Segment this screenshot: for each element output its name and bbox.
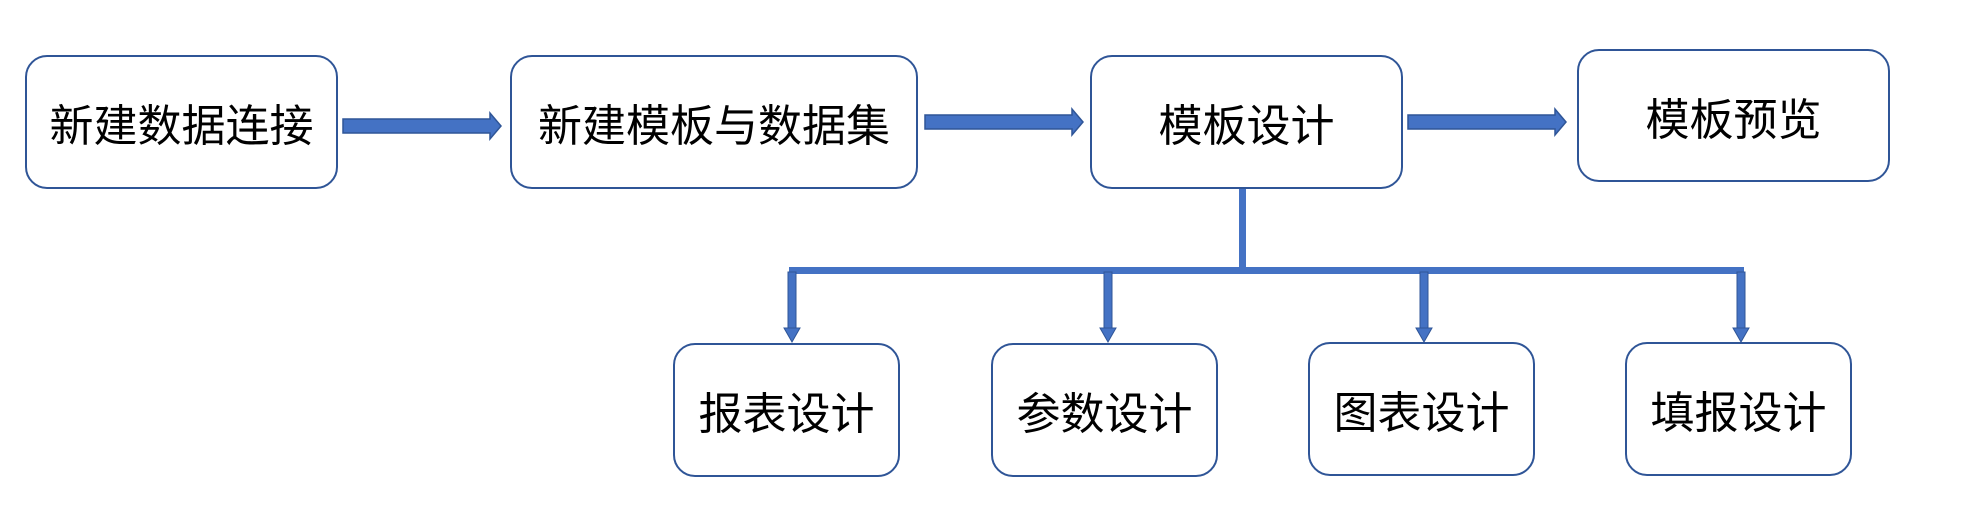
branch-label: 图表设计 <box>1333 388 1510 439</box>
step-template-preview: 模板预览 <box>1577 49 1890 182</box>
branch-arrow-parameter <box>1099 271 1117 344</box>
step-label: 新建数据连接 <box>49 101 314 152</box>
step-label: 模板预览 <box>1645 94 1822 146</box>
branch-parameter-design: 参数设计 <box>991 343 1218 477</box>
branch-chart-design: 图表设计 <box>1308 342 1535 476</box>
step-template-design: 模板设计 <box>1090 55 1403 189</box>
branch-label: 参数设计 <box>1016 389 1193 440</box>
step-new-template-and-dataset: 新建模板与数据集 <box>510 55 918 189</box>
arrow-template-to-design <box>924 106 1084 138</box>
branch-fill-report-design: 填报设计 <box>1625 342 1852 476</box>
branch-label: 填报设计 <box>1650 388 1827 439</box>
branch-report-design: 报表设计 <box>673 343 900 477</box>
branch-bar-line <box>789 267 1744 274</box>
branch-trunk-line <box>1239 189 1246 272</box>
arrow-connection-to-template <box>342 110 502 142</box>
branch-arrow-fill <box>1732 271 1750 344</box>
step-label: 新建模板与数据集 <box>538 101 890 152</box>
branch-arrow-chart <box>1415 271 1433 344</box>
step-new-data-connection: 新建数据连接 <box>25 55 338 189</box>
branch-arrow-report <box>783 271 801 344</box>
step-label: 模板设计 <box>1158 101 1335 152</box>
arrow-design-to-preview <box>1407 106 1567 138</box>
branch-label: 报表设计 <box>698 389 875 440</box>
